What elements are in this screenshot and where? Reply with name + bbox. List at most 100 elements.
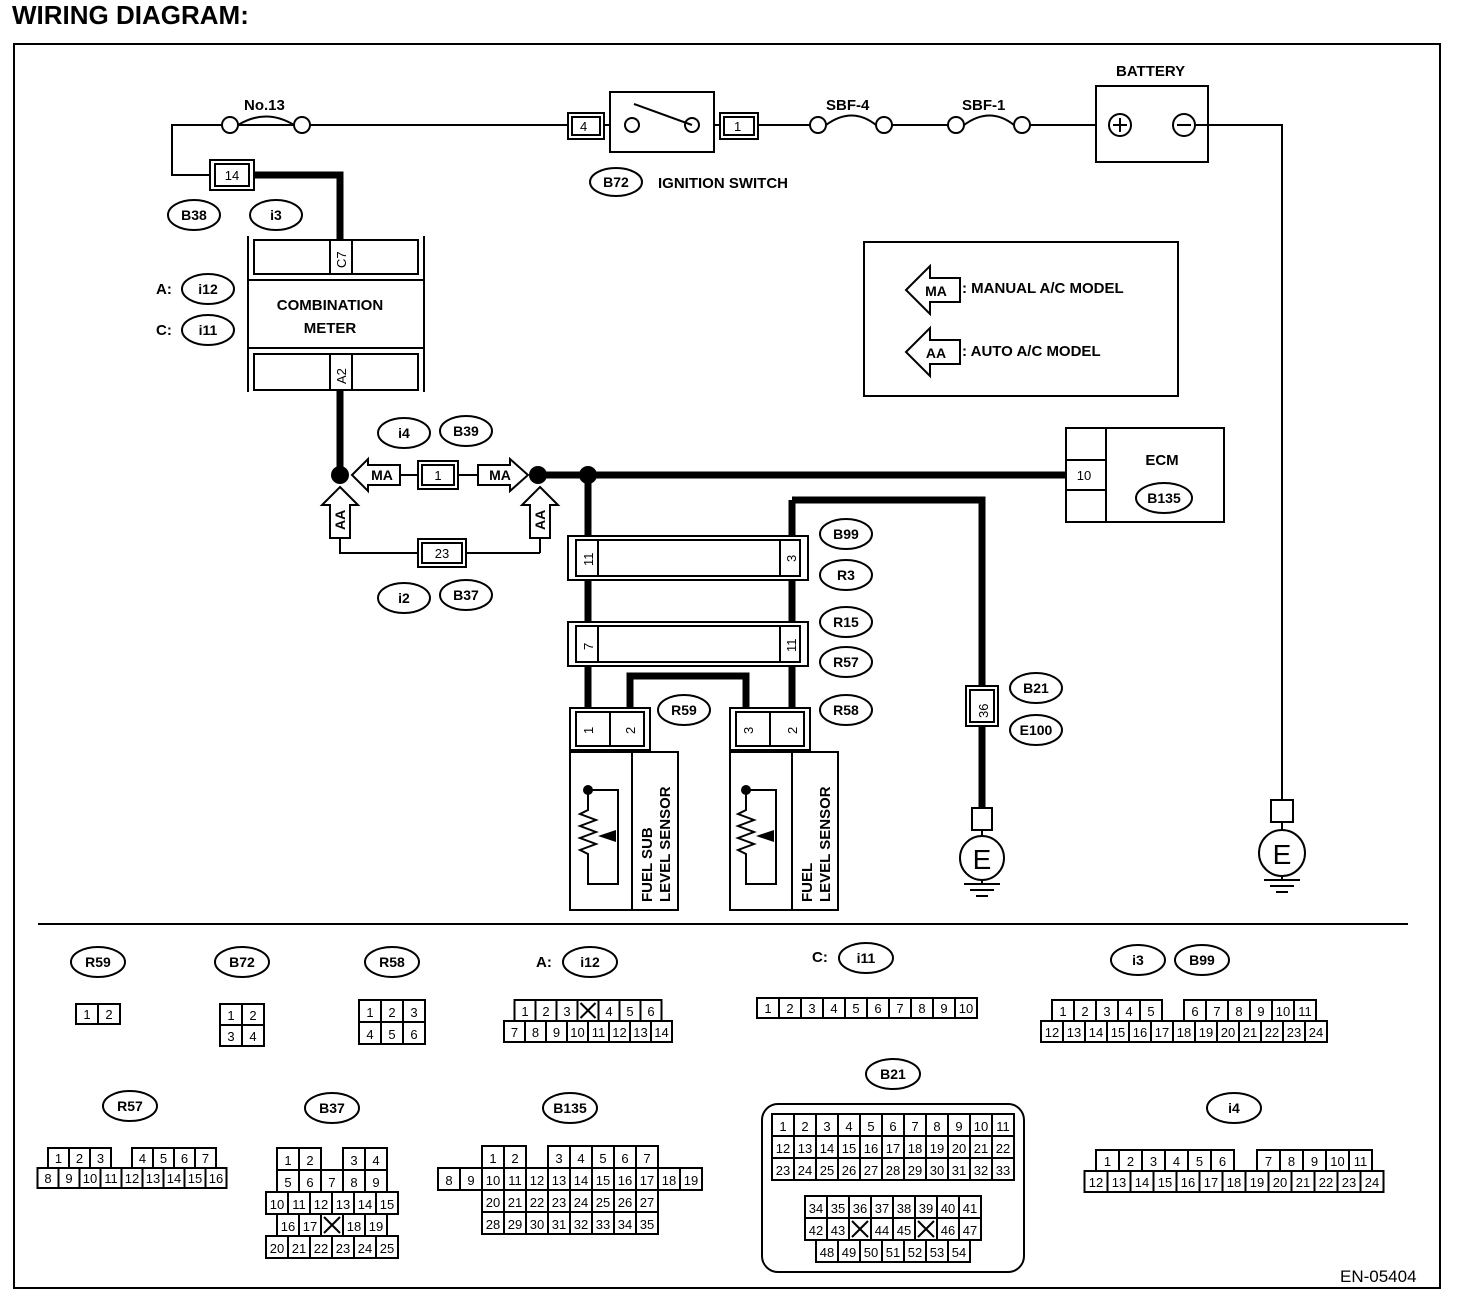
- view-i11-pin: 7: [896, 1001, 903, 1016]
- view-i12-pin: 7: [511, 1025, 518, 1040]
- ma-arrow-right-label: MA: [489, 467, 511, 483]
- pin-3: 3: [784, 555, 799, 562]
- view-i12-badge: [562, 946, 618, 978]
- view-i12-pin: 6: [647, 1004, 654, 1019]
- view-b37-pin: 17: [303, 1219, 317, 1234]
- view-i12-prefix: A:: [536, 954, 552, 971]
- sbf1-label: SBF-1: [962, 97, 1005, 114]
- fuel-pin-3: 3: [741, 727, 756, 734]
- view-b37-pin: 22: [314, 1241, 328, 1256]
- view-i3b99-pin: 13: [1067, 1025, 1081, 1040]
- view-i11-pin: 5: [852, 1001, 859, 1016]
- view-r58-pin: 2: [388, 1005, 395, 1020]
- view-i3b99-pin: 7: [1213, 1004, 1220, 1019]
- view-b135-badge: [542, 1092, 598, 1124]
- view-b21-pin: 34: [809, 1201, 823, 1216]
- view-i3b99-pin: 4: [1125, 1004, 1132, 1019]
- prefix-a: A:: [156, 281, 172, 298]
- view-b135-pin: 12: [530, 1173, 544, 1188]
- view-b72-badge: [214, 946, 270, 978]
- legend-aa-symbol: AA: [926, 345, 946, 361]
- view-i3b99-pin: 15: [1111, 1025, 1125, 1040]
- view-r57-pin: 10: [83, 1171, 97, 1186]
- view-i12-pin: 8: [532, 1025, 539, 1040]
- pin-7: 7: [581, 643, 596, 650]
- fuel-sub-label-1: FUEL SUB: [639, 827, 656, 902]
- view-i11-prefix: C:: [812, 949, 828, 966]
- view-b135-pin: 22: [530, 1195, 544, 1210]
- view-b135-label: B135: [553, 1100, 587, 1116]
- r58-badge: R58: [833, 702, 859, 718]
- b99-badge: B99: [833, 526, 859, 542]
- aa-arrow-left-label: AA: [332, 510, 348, 530]
- view-b21-pin: 27: [864, 1163, 878, 1178]
- view-i3b99-pin: 3: [1103, 1004, 1110, 1019]
- power-supply-line: [171, 124, 1096, 176]
- view-b135-pin: 19: [684, 1173, 698, 1188]
- view-b21-pin: 13: [798, 1141, 812, 1156]
- e100-badge: E100: [1020, 722, 1053, 738]
- view-i4-pin: 2: [1127, 1154, 1134, 1169]
- view-b21-badge: [865, 1058, 921, 1090]
- view-i12-blank-mark: [579, 1002, 597, 1019]
- view-i3b99-pin: 10: [1276, 1004, 1290, 1019]
- view-b21-pin: 8: [933, 1119, 940, 1134]
- ma-aa-branch: MA 1 MA AA AA 23 i4 B39 i2 B37: [319, 415, 561, 614]
- view-r57-pin: 13: [146, 1171, 160, 1186]
- view-b72-pin: 2: [249, 1008, 256, 1023]
- view-r57-pin: 8: [44, 1171, 51, 1186]
- view-r58-pin: 3: [410, 1005, 417, 1020]
- view-i3b99-pin: 8: [1235, 1004, 1242, 1019]
- view-i3b99-pin: 16: [1133, 1025, 1147, 1040]
- connector-14: 14 B38 i3: [167, 159, 303, 231]
- view-i12-pin: 9: [553, 1025, 560, 1040]
- pin-14: 14: [225, 168, 239, 183]
- view-b21-pin: 19: [930, 1141, 944, 1156]
- combination-meter-label-1: COMBINATION: [277, 297, 383, 314]
- pin-1-mid: 1: [434, 468, 441, 483]
- view-b21-pin: 25: [820, 1163, 834, 1178]
- view-b135-pin: 10: [486, 1173, 500, 1188]
- view-r58-pin: 6: [410, 1027, 417, 1042]
- view-b37-pin: 14: [358, 1197, 372, 1212]
- i12-badge: i12: [198, 281, 218, 297]
- view-b37-pin: 16: [281, 1219, 295, 1234]
- view-b21-cell: [991, 1157, 1015, 1181]
- ecm: 10 ECM B135: [1065, 427, 1225, 523]
- view-b21-cell: [947, 1239, 971, 1263]
- view-b37-pin: 19: [369, 1219, 383, 1234]
- view-b37-pin: 20: [270, 1241, 284, 1256]
- view-b21-pin: 28: [886, 1163, 900, 1178]
- fuse-no13: No.13: [221, 97, 311, 134]
- view-r58-pin: 5: [388, 1027, 395, 1042]
- view-b37-pin: 5: [284, 1175, 291, 1190]
- view-i4-pin: 17: [1204, 1175, 1218, 1190]
- view-b72-pin: 3: [227, 1029, 234, 1044]
- fuel-level-label-1: FUEL: [799, 863, 816, 902]
- b37-badge: B37: [453, 587, 479, 603]
- view-i4-pin: 16: [1181, 1175, 1195, 1190]
- view-b21-pin: 44: [875, 1223, 889, 1238]
- b39-badge: B39: [453, 423, 479, 439]
- view-b37-pin: 10: [270, 1197, 284, 1212]
- view-b21-pin: 10: [974, 1119, 988, 1134]
- view-i12-pin: 11: [592, 1025, 606, 1040]
- view-i11-pin: 1: [764, 1001, 771, 1016]
- view-b37-cell: [375, 1235, 399, 1259]
- view-b135-pin: 6: [621, 1151, 628, 1166]
- battery-label: BATTERY: [1116, 63, 1185, 80]
- r15-badge: R15: [833, 614, 859, 630]
- signal-wiring: [254, 171, 1066, 808]
- r57-badge: R57: [833, 654, 859, 670]
- view-b21-pin: 20: [952, 1141, 966, 1156]
- ignition-switch-label: IGNITION SWITCH: [658, 175, 788, 192]
- view-b135-cell: [679, 1167, 703, 1191]
- pin-a2: A2: [334, 368, 349, 384]
- view-r58-pin: 1: [366, 1005, 373, 1020]
- view-b21-pin: 33: [996, 1163, 1010, 1178]
- view-b21-pin: 17: [886, 1141, 900, 1156]
- view-i12-pin: 14: [654, 1025, 668, 1040]
- view-b37-pin: 11: [292, 1197, 306, 1212]
- view-r57-pin: 16: [209, 1171, 223, 1186]
- page-title: WIRING DIAGRAM:: [12, 0, 249, 30]
